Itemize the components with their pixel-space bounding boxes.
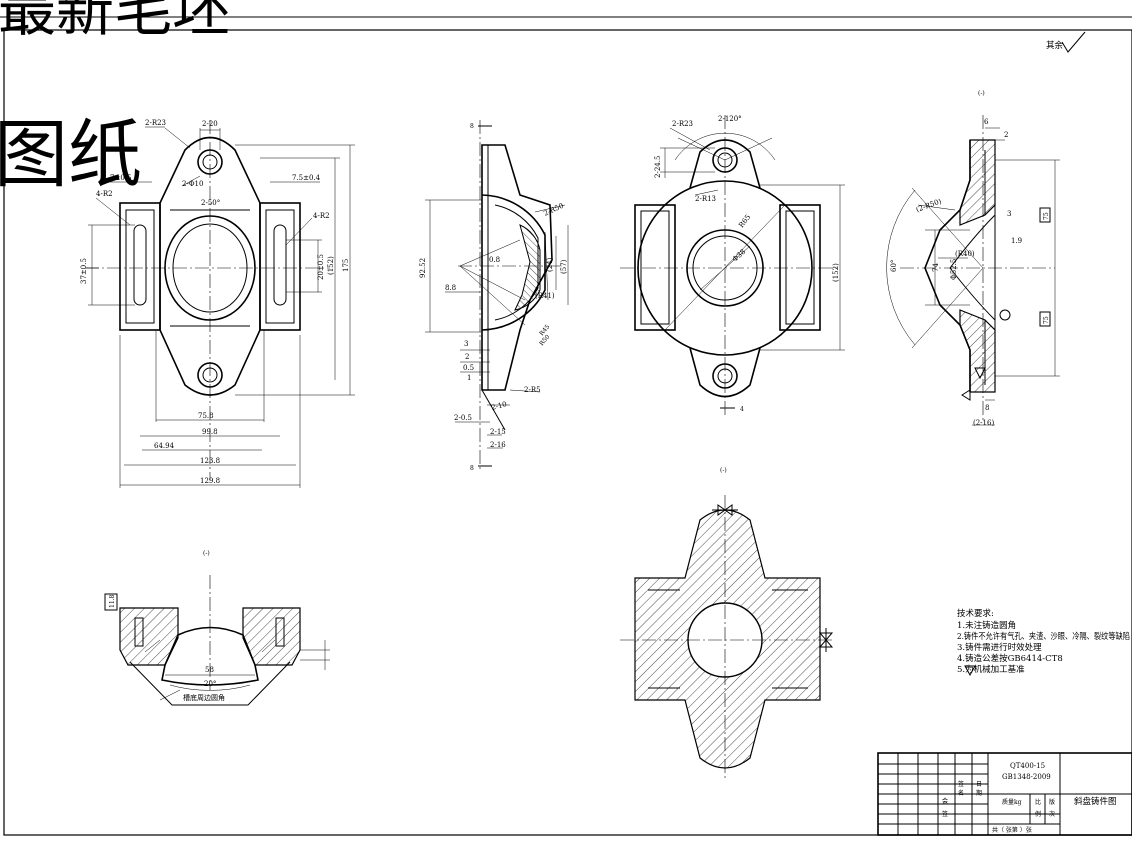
- front-dim-13: 75.8: [198, 412, 214, 420]
- tech-note-1: 1.未注铸造圆角: [957, 620, 1016, 631]
- bottom-left-section: (-) 11.8 58 20° 槽底周边圆角: [104, 550, 330, 706]
- right-dim-11: 75: [1043, 316, 1050, 324]
- right-dim-4: 3: [1007, 210, 1011, 218]
- front-dim-9: 37±0.5: [80, 258, 88, 284]
- side-dim-14: 1: [467, 374, 471, 382]
- title-label-12: 共（ 张第 ）张: [992, 826, 1032, 834]
- front-dim-15: 64.94: [154, 442, 175, 450]
- front-dim-8: 4-R2: [313, 212, 330, 220]
- side-dim-16: 2-10: [490, 400, 507, 412]
- side-dim-13: 0.5: [463, 364, 474, 372]
- roughness-note: 其余: [1046, 40, 1064, 51]
- top-dim-6: Φ38: [731, 248, 747, 264]
- tech-note-2: 2.铸件不允许有气孔、夹渣、沙眼、冷隔、裂纹等缺陷: [957, 631, 1130, 642]
- top-dim-4: 2-R13: [695, 195, 716, 203]
- right-dim-12: 8: [985, 404, 989, 412]
- title-label-7: 质量kg: [1002, 798, 1022, 806]
- front-dim-4: 2-50°: [201, 199, 220, 207]
- front-dim-11: (152): [327, 256, 335, 275]
- side-dim-15: 2-R5: [524, 386, 541, 394]
- right-dim-5: 75: [1043, 212, 1050, 220]
- top-view: 2-R23 2-120° 2-24.5 2-R13 R65 Φ38 (152) …: [620, 115, 845, 415]
- side-dim-18: 2-15: [490, 428, 506, 436]
- drawing-frame: [3, 29, 1132, 836]
- title-label-8: 比: [1035, 798, 1041, 806]
- title-label-11: 次: [1049, 810, 1055, 818]
- side-dim-1: 8: [470, 123, 474, 130]
- title-label-9: 版: [1049, 798, 1055, 806]
- section-mark-bottom-center: (-): [720, 467, 727, 474]
- roughness-symbol: [1061, 31, 1086, 53]
- title-label-1: 签: [958, 780, 964, 788]
- front-dim-16: 123.8: [200, 457, 220, 465]
- front-dim-12: 175: [342, 259, 350, 272]
- front-dim-5: 7±0.5: [110, 174, 131, 182]
- front-dim-6: 4-R2: [96, 190, 113, 198]
- side-dim-8: (R41): [535, 292, 555, 300]
- right-dim-3: (2-R50): [915, 197, 943, 214]
- top-dim-3: 2-24.5: [654, 156, 662, 178]
- right-dim-9: 74: [932, 263, 940, 272]
- side-dim-7: 8.8: [445, 284, 456, 292]
- tech-note-4: 4.铸造公差按GB6414-CT8: [957, 653, 1063, 664]
- bottom-note: 槽底周边圆角: [183, 693, 225, 702]
- side-view: 8 2-R50 92.52 0.8 (24) (57) 8.8 (R41) R4…: [419, 120, 569, 472]
- tech-note-5: 5.为机械加工基准: [957, 664, 1025, 675]
- right-dim-2: 2: [1004, 131, 1008, 139]
- bottom-center-section: (-): [620, 467, 835, 780]
- side-dim-20: 8: [470, 465, 474, 472]
- top-dim-8: 4: [740, 406, 744, 413]
- side-dim-5: (24): [546, 257, 554, 272]
- title-label-5: 会: [942, 797, 948, 805]
- side-dim-11: 3: [464, 340, 468, 348]
- title-part-name: 斜盘铸件图: [1074, 796, 1117, 807]
- overlay-title-line2: 图纸: [0, 112, 142, 198]
- tech-notes: 技术要求: 1.未注铸造圆角 2.铸件不允许有气孔、夹渣、沙眼、冷隔、裂纹等缺陷…: [957, 608, 1130, 677]
- bottom-dim-2: 58: [205, 666, 214, 674]
- title-label-10: 例: [1035, 810, 1041, 818]
- side-dim-4: 0.8: [489, 256, 500, 264]
- title-standard: GB1348-2009: [1002, 773, 1051, 781]
- right-dim-13: (2-16): [973, 419, 994, 427]
- front-dim-17: 129.8: [200, 477, 220, 485]
- tech-note-3: 3.铸件需进行时效处理: [957, 642, 1042, 653]
- title-label-2: 日: [976, 781, 982, 788]
- top-dim-5: R65: [737, 213, 752, 229]
- side-dim-17: 2-0.5: [454, 414, 472, 422]
- section-mark-top-right: (-): [978, 90, 985, 97]
- side-dim-19: 2-16: [490, 441, 506, 449]
- front-dim-14: 99.8: [202, 428, 218, 436]
- side-dim-6: (57): [560, 259, 568, 274]
- datum-symbol: [964, 665, 976, 677]
- title-label-6: 签: [942, 810, 948, 818]
- bottom-dim-3: 20°: [204, 680, 216, 688]
- side-dim-12: 2: [465, 353, 469, 361]
- top-dim-7: (152): [832, 263, 840, 282]
- section-mark-bottom-left: (-): [203, 550, 210, 557]
- right-dim-1: 6: [984, 118, 989, 126]
- overlay-title-line1: 最新毛坯: [0, 0, 230, 44]
- title-block: QT400-15 GB1348-2009 斜盘铸件图 签 日 名 期 会 签 质…: [877, 752, 1132, 836]
- right-section-view: (-) 6 2 (2-R50) 3 75 (R40): [886, 90, 1060, 427]
- front-dim-7: 7.5±0.4: [292, 174, 321, 182]
- top-dim-1: 2-R23: [672, 120, 693, 128]
- bottom-dim-1: 11.8: [109, 594, 116, 608]
- front-dim-1: 2-R23: [145, 119, 166, 127]
- front-view: 2-R23 2-20 2-Φ10 2-50° 7±0.5 4-R2 7.5±0.…: [80, 119, 355, 488]
- front-dim-10: 20±0.5: [317, 254, 325, 280]
- tech-notes-heading: 技术要求:: [957, 608, 994, 619]
- title-material: QT400-15: [1010, 762, 1045, 770]
- title-label-3: 名: [958, 789, 964, 797]
- title-label-4: 期: [976, 789, 982, 797]
- right-dim-8: 60°: [890, 260, 898, 272]
- side-dim-3: 92.52: [419, 258, 427, 278]
- front-dim-3: 2-Φ10: [182, 180, 203, 188]
- right-dim-7: 1.9: [1011, 237, 1022, 245]
- right-dim-10: Φ52.5: [950, 259, 958, 280]
- front-dim-2: 2-20: [202, 120, 218, 128]
- top-dim-2: 2-120°: [718, 115, 742, 123]
- right-dim-6: (R40): [955, 250, 975, 258]
